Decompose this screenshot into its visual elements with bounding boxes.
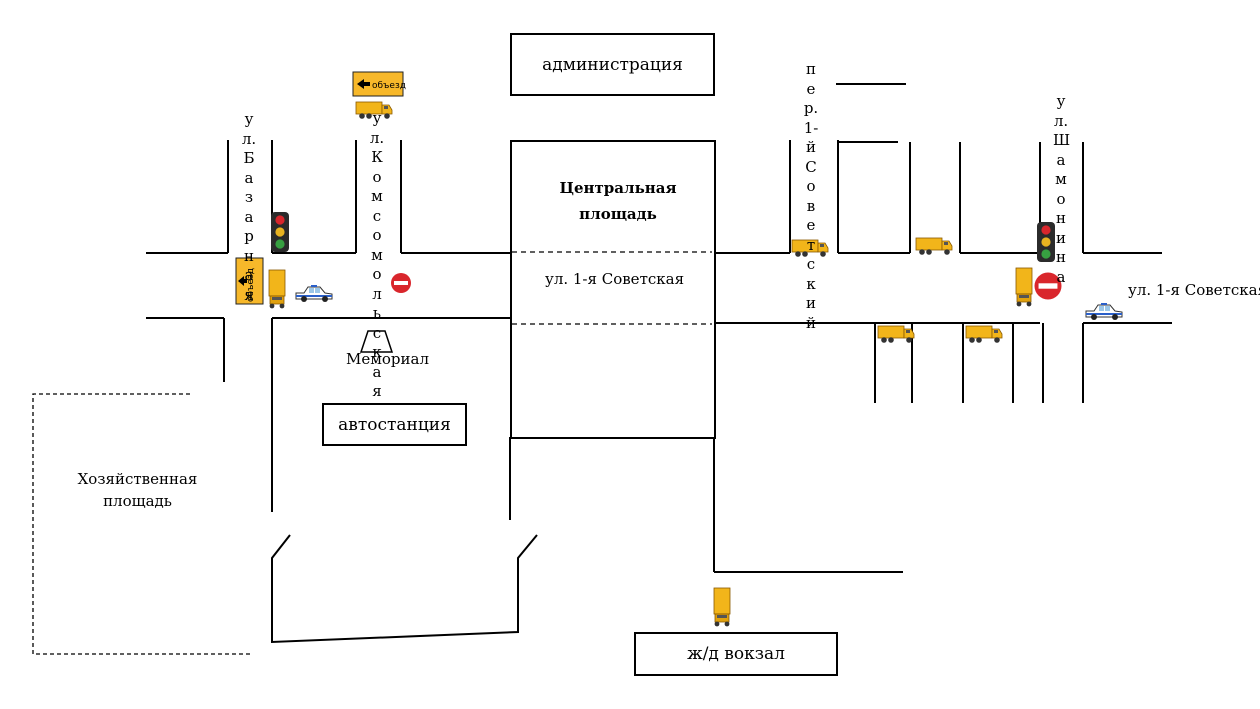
no-entry-icon (391, 273, 411, 293)
administration-label: администрация (542, 54, 683, 75)
traffic-light-icon (271, 212, 289, 252)
central-square (510, 140, 716, 439)
street-label-sovetsky-lane: пер.1-йСоветский (803, 60, 819, 332)
household-square-label: Хозяйственная площадь (77, 470, 198, 510)
detour-sign-icon: объезд (235, 257, 264, 305)
dump-truck-icon (915, 237, 953, 256)
detour-sign-icon: объезд (352, 71, 406, 97)
svg-text:объезд: объезд (372, 81, 406, 91)
street-label-sovetskaya-right: ул. 1-я Советская (1128, 281, 1260, 299)
street-label-shamonina: ул.Шамонина (1053, 92, 1071, 286)
memorial-icon (359, 330, 394, 353)
svg-text:объезд: объезд (246, 268, 256, 302)
street-label-komsomolskaya: ул.Комсомольская (369, 109, 385, 400)
railway-station-label: ж/д вокзал (687, 644, 785, 664)
crosswalk-lines (512, 251, 712, 325)
road-lines (146, 83, 1172, 644)
street-label-bazarnaya: ул.Базарная (241, 110, 257, 304)
dump-truck-icon (965, 325, 1003, 344)
street-label-sovetskaya-center: ул. 1-я Советская (545, 270, 685, 288)
central-square-title: Центральная площадь (559, 179, 677, 223)
dump-truck-icon (268, 269, 286, 309)
household-square-outline (32, 393, 250, 655)
administration-building: администрация (510, 33, 715, 96)
railway-station-building: ж/д вокзал (634, 632, 838, 676)
police-car-icon (1085, 302, 1123, 321)
dump-truck-icon (713, 587, 731, 627)
bus-station-building: автостанция (322, 403, 467, 446)
bus-station-label: автостанция (338, 414, 451, 435)
dump-truck-icon (1015, 267, 1033, 307)
memorial-label: Мемориал (346, 350, 430, 368)
dump-truck-icon (877, 325, 915, 344)
no-entry-icon (1034, 272, 1062, 300)
police-car-icon (295, 284, 333, 303)
